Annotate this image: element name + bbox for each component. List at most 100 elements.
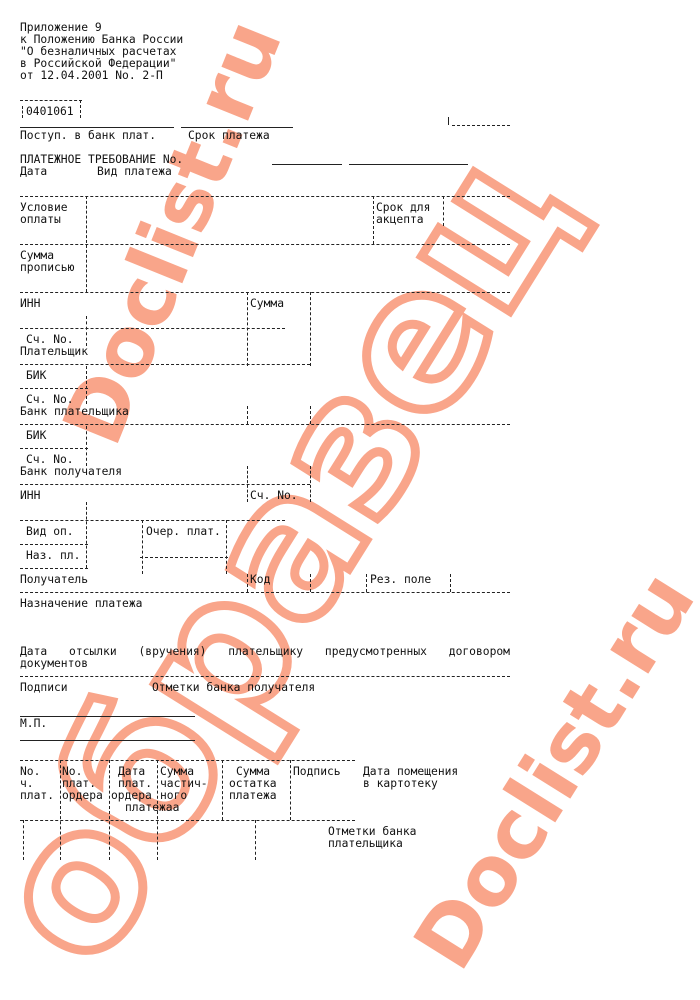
payment-type-label: Вид платежа: [97, 165, 172, 178]
table-header-cell: Подпись: [293, 765, 341, 778]
stamp-label: М.П.: [20, 717, 48, 730]
payee-bank-label: Банк получателя: [20, 465, 123, 478]
divider: [226, 520, 227, 574]
divider: [366, 574, 367, 592]
table-header-cell: ордера: [62, 789, 103, 802]
divider: [247, 574, 248, 592]
number-line: [272, 164, 342, 165]
amount-label: Сумма: [250, 297, 285, 310]
divider: [20, 196, 510, 197]
payee-account-label: Сч. No.: [250, 489, 298, 502]
table-header-cell: частич-: [160, 777, 208, 790]
payer-label: Плательщик: [20, 345, 89, 358]
received-line: [20, 127, 174, 128]
form-code: 0401061: [26, 105, 74, 118]
signatures-label: Подписи: [20, 681, 68, 694]
docs-date-label: Дата отсылки (вручения) плательщику пред…: [20, 645, 510, 658]
payer-inn-label: ИНН: [20, 297, 41, 310]
header-line: от 12.04.2001 No. 2-П: [20, 69, 163, 82]
payee-bik-label: БИК: [26, 429, 47, 442]
divider: [20, 520, 285, 521]
divider: [310, 406, 311, 424]
payee-inn-label: ИНН: [20, 489, 41, 502]
date-label: Дата: [20, 165, 48, 178]
payer-bank-label: Банк плательщика: [20, 405, 129, 418]
divider: [20, 364, 310, 365]
purpose-code-label: Наз. пл.: [26, 549, 81, 562]
docs-date-label-cont: документов: [20, 657, 89, 670]
table-header-cell: Сумма: [160, 765, 195, 778]
divider: [157, 760, 158, 860]
divider: [140, 557, 228, 558]
divider: [247, 406, 248, 424]
divider: [310, 466, 311, 502]
header-line: "О безналичных расчетах: [20, 45, 177, 58]
reserve-label: Рез. поле: [370, 573, 432, 586]
amount-words-label: прописью: [20, 261, 75, 274]
table-header-cell: плат.: [62, 777, 97, 790]
divider: [452, 125, 510, 126]
divider: [22, 106, 23, 118]
table-header-cell: Дата помещения: [363, 765, 459, 778]
divider: [20, 100, 82, 101]
divider: [20, 448, 88, 449]
table-header-cell: остатка: [229, 777, 277, 790]
table-header-cell: плат.: [20, 789, 55, 802]
divider: [86, 366, 87, 404]
received-label: Поступ. в банк плат.: [20, 129, 157, 142]
divider: [80, 100, 81, 118]
divider: [109, 760, 110, 860]
due-label: Срок платежа: [188, 129, 270, 142]
due-line: [181, 127, 293, 128]
accept-term-label: акцепта: [376, 213, 424, 226]
payer-bank-account-label: Сч. No.: [26, 393, 74, 406]
divider: [310, 292, 311, 366]
divider: [23, 820, 24, 860]
table-header-cell: плат.: [118, 777, 153, 790]
payer-bik-label: БИК: [26, 369, 47, 382]
table-header-cell: в картотеку: [363, 777, 438, 790]
table-header-cell: Дата: [118, 765, 146, 778]
divider: [443, 196, 444, 226]
divider: [450, 574, 451, 592]
header-line: в Российской Федерации": [20, 57, 177, 70]
header-line: Приложение 9: [20, 21, 102, 34]
table-header-cell: ного: [160, 789, 188, 802]
divider: [86, 502, 87, 568]
divider: [20, 244, 510, 245]
table-header-cell: ч.: [20, 777, 34, 790]
signature-line: [20, 740, 195, 741]
payee-bank-marks-label: Отметки банка получателя: [152, 681, 316, 694]
divider: [142, 520, 143, 574]
payer-account-label: Сч. No.: [26, 333, 74, 346]
divider: [20, 484, 310, 485]
table-header-cell: No.: [62, 765, 83, 778]
divider: [20, 292, 510, 293]
divider: [255, 820, 256, 860]
divider: [222, 760, 223, 820]
divider: [310, 574, 311, 592]
priority-label: Очер. плат.: [146, 525, 221, 538]
divider: [86, 316, 87, 346]
table-header-cell: No.: [20, 765, 41, 778]
divider: [20, 760, 355, 761]
divider: [448, 117, 449, 125]
divider: [290, 760, 291, 820]
document-title: ПЛАТЕЖНОЕ ТРЕБОВАНИЕ No.: [20, 153, 184, 166]
divider: [20, 568, 88, 569]
terms-label: оплаты: [20, 213, 61, 226]
divider: [20, 424, 510, 425]
table-header-cell: Сумма: [236, 765, 271, 778]
divider: [60, 760, 61, 860]
watermark-obrazets: образец: [0, 112, 614, 999]
code-label: Код: [250, 573, 271, 586]
table-header-cell: платежаа: [125, 801, 180, 814]
header-line: к Положению Банка России: [20, 33, 184, 46]
divider: [86, 426, 87, 466]
purpose-label: Назначение платежа: [20, 597, 143, 610]
divider: [20, 328, 285, 329]
payee-label: Получатель: [20, 573, 89, 586]
divider: [20, 544, 88, 545]
amount-words-label: Сумма: [20, 249, 55, 262]
